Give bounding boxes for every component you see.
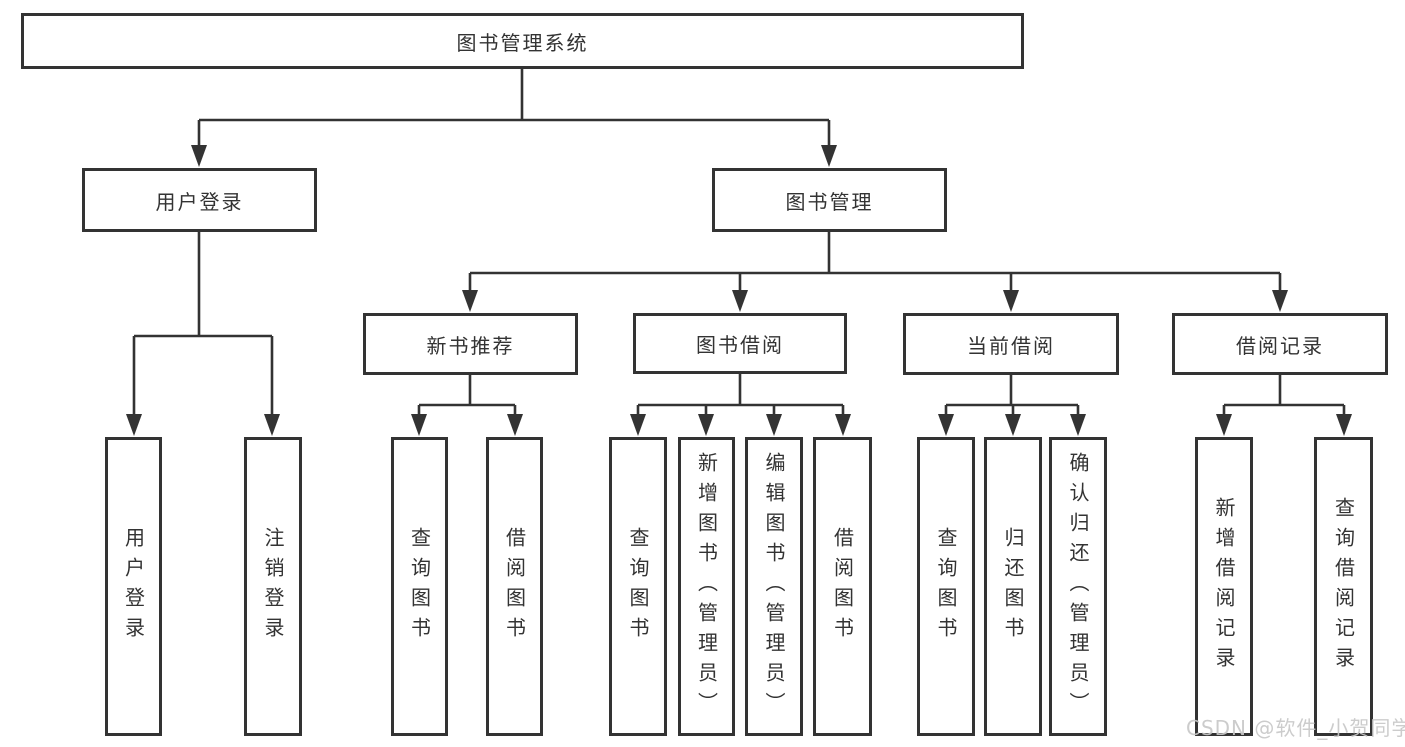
leaf-confirm-return-admin: 确认归还（管理员） xyxy=(1049,437,1107,736)
node-new-book-recommend-label: 新书推荐 xyxy=(426,333,515,358)
leaf-edit-books-admin: 编辑图书（管理员） xyxy=(745,437,803,736)
leaf-logout-label: 注销登录 xyxy=(261,526,285,647)
node-user-login: 用户登录 xyxy=(82,168,317,232)
leaf-logout: 注销登录 xyxy=(244,437,302,736)
leaf-query-borrow-record-label: 查询借阅记录 xyxy=(1331,496,1356,677)
leaf-query-borrow-record: 查询借阅记录 xyxy=(1314,437,1373,736)
node-book-management-label: 图书管理 xyxy=(785,189,874,214)
node-current-borrowing-label: 当前借阅 xyxy=(967,333,1055,358)
node-borrowing-records-label: 借阅记录 xyxy=(1236,333,1324,358)
leaf-add-books-admin-label: 新增图书（管理员） xyxy=(694,451,719,722)
leaf-user-login: 用户登录 xyxy=(105,437,162,736)
leaf-query-books-current-label: 查询图书 xyxy=(934,526,958,647)
leaf-add-borrow-record-label: 新增借阅记录 xyxy=(1212,496,1236,677)
leaf-add-borrow-record: 新增借阅记录 xyxy=(1195,437,1253,736)
leaf-query-books-borrowing: 查询图书 xyxy=(609,437,667,736)
node-new-book-recommend: 新书推荐 xyxy=(363,313,578,375)
leaf-user-login-label: 用户登录 xyxy=(121,526,146,647)
node-user-login-label: 用户登录 xyxy=(155,189,244,214)
node-book-management: 图书管理 xyxy=(712,168,947,232)
node-current-borrowing: 当前借阅 xyxy=(903,313,1119,375)
watermark: CSDN @软件_小贺同学 xyxy=(1186,716,1405,740)
node-library-system: 图书管理系统 xyxy=(21,13,1024,69)
leaf-return-books: 归还图书 xyxy=(984,437,1042,736)
node-book-borrowing-label: 图书借阅 xyxy=(696,333,784,357)
node-book-borrowing: 图书借阅 xyxy=(633,313,847,374)
leaf-add-books-admin: 新增图书（管理员） xyxy=(678,437,735,736)
leaf-query-books-recommend-label: 查询图书 xyxy=(407,526,432,647)
leaf-query-books-recommend: 查询图书 xyxy=(391,437,448,736)
leaf-query-books-borrowing-label: 查询图书 xyxy=(626,526,650,647)
leaf-confirm-return-admin-label: 确认归还（管理员） xyxy=(1066,451,1090,722)
leaf-borrow-books-borrowing-label: 借阅图书 xyxy=(830,526,855,647)
leaf-borrow-books-recommend-label: 借阅图书 xyxy=(502,526,527,647)
leaf-edit-books-admin-label: 编辑图书（管理员） xyxy=(762,451,786,722)
leaf-borrow-books-recommend: 借阅图书 xyxy=(486,437,543,736)
node-library-system-label: 图书管理系统 xyxy=(456,30,589,55)
leaf-borrow-books-borrowing: 借阅图书 xyxy=(813,437,872,736)
leaf-query-books-current: 查询图书 xyxy=(917,437,975,736)
node-borrowing-records: 借阅记录 xyxy=(1172,313,1388,375)
leaf-return-books-label: 归还图书 xyxy=(1001,526,1025,647)
